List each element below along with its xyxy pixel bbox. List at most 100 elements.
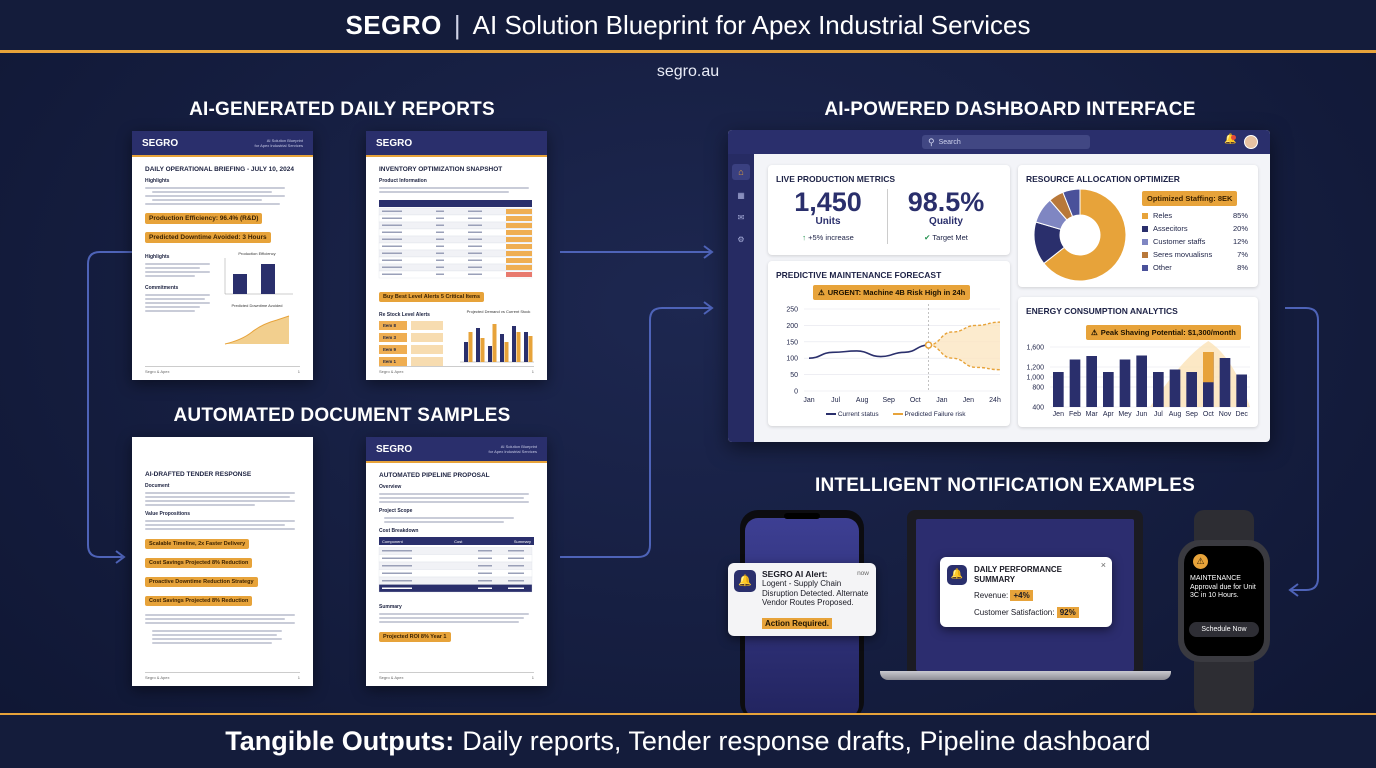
x-tick-label: Dec (1235, 411, 1248, 418)
quality-value: 98.5% (907, 187, 985, 217)
card-title: PREDICTIVE MAINTENANCE FORECAST (776, 270, 942, 280)
stock-item: Item 1 (379, 357, 408, 366)
x-tick-label: Jen (963, 397, 974, 404)
energy-bar-jun (1136, 355, 1147, 407)
table-header-cell: Component (382, 538, 403, 544)
legend-current: Current status (837, 411, 879, 418)
y-tick-label: 100 (786, 356, 798, 363)
search-input[interactable]: Search (938, 138, 961, 146)
legend-label: Seres movualisns (1153, 250, 1213, 259)
legend-item: Assecitors 20% (1142, 224, 1248, 233)
arrow-up-icon: ↑ (802, 233, 806, 242)
bell-icon: 🔔 (734, 570, 756, 592)
doc-title: DAILY OPERATIONAL BRIEFING - JULY 10, 20… (145, 166, 294, 173)
arrow-reports-to-docs (87, 251, 132, 558)
demand-bar (464, 342, 468, 362)
home-icon[interactable]: ⌂ (732, 164, 750, 180)
warning-icon: ⚠ (1193, 554, 1208, 569)
gear-icon[interactable]: ⚙ (737, 235, 745, 244)
legend-value: 20% (1232, 224, 1248, 233)
legend-swatch (1142, 225, 1148, 232)
legend-swatch (1142, 264, 1148, 271)
doc-label: Re Stock Level Alerts (379, 312, 430, 318)
energy-bar-feb (1069, 359, 1081, 407)
y-tick-label: 1,600 (1026, 345, 1044, 352)
card-resource-allocation: RESOURCE ALLOCATION OPTIMIZER Optimized … (1018, 165, 1258, 287)
doc-subtitle: AI Solution Blueprint for Apex Industria… (488, 444, 537, 454)
y-tick-label: 150 (786, 339, 798, 346)
y-tick-label: 200 (786, 323, 798, 330)
schedule-now-button[interactable]: Schedule Now (1189, 622, 1259, 637)
doc-tender-response[interactable]: AI-DRAFTED TENDER RESPONSE Document Valu… (132, 437, 313, 686)
quality-label: Quality (929, 216, 963, 227)
doc-title: AUTOMATED PIPELINE PROPOSAL (379, 472, 490, 479)
doc-title: INVENTORY OPTIMIZATION SNAPSHOT (379, 166, 503, 173)
doc-inventory-snapshot[interactable]: SEGRO INVENTORY OPTIMIZATION SNAPSHOT Pr… (366, 131, 547, 380)
avatar[interactable] (1244, 135, 1258, 149)
energy-bar-mey (1119, 359, 1131, 407)
energy-bar-jen (1053, 372, 1064, 407)
resource-donut-chart (1033, 188, 1127, 282)
stock-bar (480, 338, 485, 362)
doc-label: Cost Breakdown (379, 528, 419, 534)
table-header-cell: Summary (513, 538, 531, 544)
laptop-notification[interactable]: 🔔 DAILY PERFORMANCE SUMMARY × Revenue: +… (940, 557, 1112, 627)
doc-title: AI-DRAFTED TENDER RESPONSE (145, 471, 252, 478)
page-header: SEGRO | AI Solution Blueprint for Apex I… (0, 0, 1376, 50)
header-divider: | (453, 9, 461, 40)
stock-item: Item 3 (379, 333, 408, 342)
legend-label: Reles (1153, 211, 1173, 220)
stock-row: Item 1 (379, 357, 443, 366)
arrowhead-3 (703, 301, 714, 315)
check-icon: ✔ (924, 233, 931, 242)
close-icon[interactable]: × (1100, 560, 1106, 570)
grid-icon[interactable]: ▦ (737, 191, 745, 200)
y-tick-label: 400 (1032, 405, 1044, 412)
search-icon: ⚲ (928, 136, 935, 147)
x-tick-label: Mey (1118, 411, 1132, 418)
dashboard-window: ⚲ Search 🔔 ⌂ ▦ ✉ ⚙ LIVE PRODUCTION METRI… (728, 130, 1270, 442)
site-url[interactable]: segro.au (656, 63, 720, 80)
x-tick-label: Jen (1053, 411, 1064, 418)
units-label: Units (815, 216, 841, 227)
legend-predicted: Predicted Failure risk (904, 411, 966, 418)
laptop-notif-title: DAILY PERFORMANCE SUMMARY (974, 565, 1063, 584)
mini-bar-chart (224, 258, 293, 295)
doc-footer: Segro & Apex (145, 369, 170, 374)
x-tick-label: Jan (936, 397, 947, 404)
energy-bar-peak-segment (1203, 352, 1214, 383)
y-tick-label: 50 (790, 372, 798, 379)
peak-shaving-badge: ⚠Peak Shaving Potential: $1,300/month (1086, 325, 1241, 340)
quality-status: Target Met (932, 233, 968, 242)
legend-label: Assecitors (1153, 224, 1188, 233)
current-point (924, 341, 933, 349)
search-box[interactable]: ⚲ Search (922, 135, 1090, 149)
y-tick-label: 0 (794, 389, 798, 396)
stock-row: Item 9 (379, 345, 443, 354)
revenue-label: Revenue: (974, 591, 1009, 600)
peak-shaving-text: Peak Shaving Potential: $1,300/month (1100, 328, 1236, 337)
chart-caption: Predicted Downtime Avoided (231, 303, 283, 308)
mail-icon[interactable]: ✉ (737, 213, 745, 222)
stock-bar (468, 332, 473, 362)
footer-label: Tangible Outputs: (225, 726, 455, 756)
bell-icon[interactable]: 🔔 (1224, 134, 1237, 145)
chart-caption: Projected Demand vs Current Stock (466, 309, 531, 314)
highlight-savings-2: Cost Savings Projected 8% Reduction (145, 596, 253, 606)
arrowhead-2 (703, 245, 714, 259)
energy-bar-aug (1169, 369, 1181, 407)
watch-message: MAINTENANCE Approval due for Unit 3C in … (1190, 575, 1256, 599)
energy-bar-nov (1219, 358, 1231, 407)
demand-bar (512, 326, 516, 362)
phone-notification[interactable]: 🔔 SEGRO AI Alert: now Logent - Supply Ch… (728, 563, 876, 636)
bell-icon: 🔔 (947, 565, 967, 585)
cs-value: 92% (1056, 607, 1079, 618)
footer-banner: Tangible Outputs: Daily reports, Tender … (0, 715, 1376, 768)
footer-text: Daily reports, Tender response drafts, P… (462, 726, 1151, 756)
action-required-badge[interactable]: Action Required. (762, 618, 833, 629)
